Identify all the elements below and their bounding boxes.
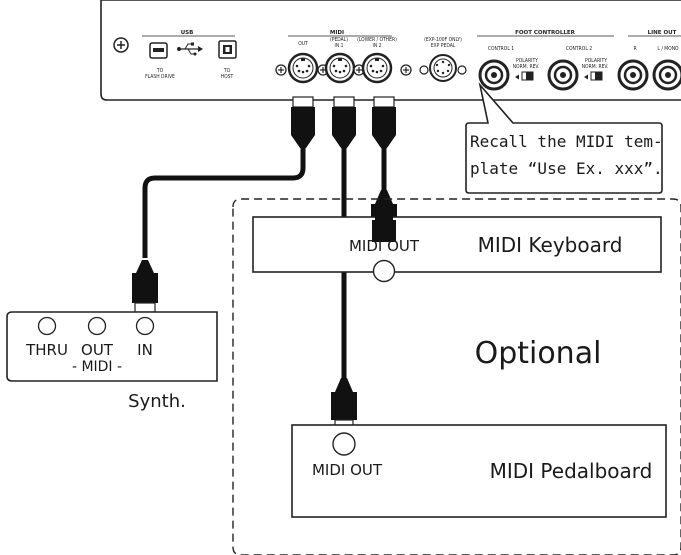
usb-symbol-icon xyxy=(177,42,203,56)
callout-line-1: Recall the MIDI tem- xyxy=(470,132,663,151)
polarity2-switch xyxy=(584,71,603,81)
midi-pedalboard-unit: MIDI OUT MIDI Pedalboard xyxy=(291,424,667,518)
line-out-section: LINE OUT R L / MONO xyxy=(617,30,681,91)
norm-rev2-label: NORM. REV. xyxy=(582,64,609,70)
rear-panel: USB TO FLASH DRIVE TO xyxy=(100,0,681,101)
pedalboard-name: MIDI Pedalboard xyxy=(490,459,653,483)
usb-flash-label-1: TO xyxy=(156,68,164,74)
polarity1-switch xyxy=(515,71,534,81)
synth-in-port xyxy=(135,316,155,336)
callout-bubble: Recall the MIDI tem- plate “Use Ex. xxx”… xyxy=(465,82,663,194)
synth-thru-port xyxy=(37,316,57,336)
keyboard-name: MIDI Keyboard xyxy=(478,233,623,257)
exp-label-1: (EXP-100F ONLY) xyxy=(424,37,462,43)
usb-flash-label-2: FLASH DRIVE xyxy=(145,74,175,80)
midi-in2-port xyxy=(361,52,393,84)
pedalboard-midi-out-port xyxy=(332,432,356,456)
ground-screw-icon xyxy=(113,37,129,53)
usb-header: USB xyxy=(181,30,194,36)
synth-out-label: OUT xyxy=(81,341,114,359)
small-screw-icon xyxy=(275,64,287,76)
midi-out-label: OUT xyxy=(298,41,308,47)
exp-pedal-section: (EXP-100F ONLY) EXP PEDAL xyxy=(419,37,467,82)
control2-jack xyxy=(547,59,579,91)
control2-label: CONTROL 2 xyxy=(566,46,592,52)
line-out-header: LINE OUT xyxy=(648,30,677,36)
keyboard-port-label: MIDI OUT xyxy=(349,237,420,255)
midi-section: MIDI OUT (PEDAL) IN 1 (LOWER / OTHER) IN… xyxy=(275,30,412,84)
midi-in1-label-1: (PEDAL) xyxy=(330,37,348,43)
synth-name: Synth. xyxy=(128,391,186,412)
midi-in2-label-1: (LOWER / OTHER) xyxy=(357,37,397,43)
synth-midi-label: - MIDI - xyxy=(72,359,122,375)
synth-unit: THRU OUT IN - MIDI - xyxy=(6,311,218,382)
midi-out-port xyxy=(287,52,319,84)
control1-label: CONTROL 1 xyxy=(488,46,514,52)
synth-thru-label: THRU xyxy=(25,341,68,359)
usb-host-port xyxy=(218,40,237,59)
usb-section: USB TO FLASH DRIVE TO xyxy=(142,30,237,80)
usb-flash-port xyxy=(149,42,168,59)
line-out-l-label: L / MONO xyxy=(657,46,679,52)
usb-host-label-2: HOST xyxy=(221,74,234,80)
usb-host-label-1: TO xyxy=(223,68,231,74)
exp-label-2: EXP PEDAL xyxy=(431,43,456,49)
callout-line-2: plate “Use Ex. xxx”. xyxy=(470,159,663,178)
polarity2-label: POLARITY xyxy=(585,58,607,64)
foot-header: FOOT CONTROLLER xyxy=(515,30,576,36)
line-out-r-jack xyxy=(617,59,649,91)
foot-controller-section: FOOT CONTROLLER CONTROL 1 CONTROL 2 POLA… xyxy=(477,30,614,91)
control1-jack xyxy=(478,59,510,91)
keyboard-midi-out-port xyxy=(372,259,396,283)
synth-in-label: IN xyxy=(137,341,153,359)
norm-rev1-label: NORM. REV. xyxy=(513,64,540,70)
line-out-r-label: R xyxy=(633,46,636,52)
synth-out-port xyxy=(87,316,107,336)
midi-in1-port xyxy=(324,52,356,84)
optional-label: Optional xyxy=(475,336,602,371)
cable-midi-out-to-synth xyxy=(132,96,315,313)
midi-keyboard-unit: MIDI OUT MIDI Keyboard xyxy=(252,207,662,283)
midi-header: MIDI xyxy=(330,30,344,36)
polarity1-label: POLARITY xyxy=(516,58,538,64)
small-screw-icon xyxy=(400,64,412,76)
midi-in2-label-2: IN 2 xyxy=(373,43,382,49)
pedalboard-port-label: MIDI OUT xyxy=(312,461,383,479)
midi-in1-label-2: IN 1 xyxy=(335,43,344,49)
line-out-l-jack xyxy=(652,59,681,91)
exp-pedal-port xyxy=(429,54,457,82)
